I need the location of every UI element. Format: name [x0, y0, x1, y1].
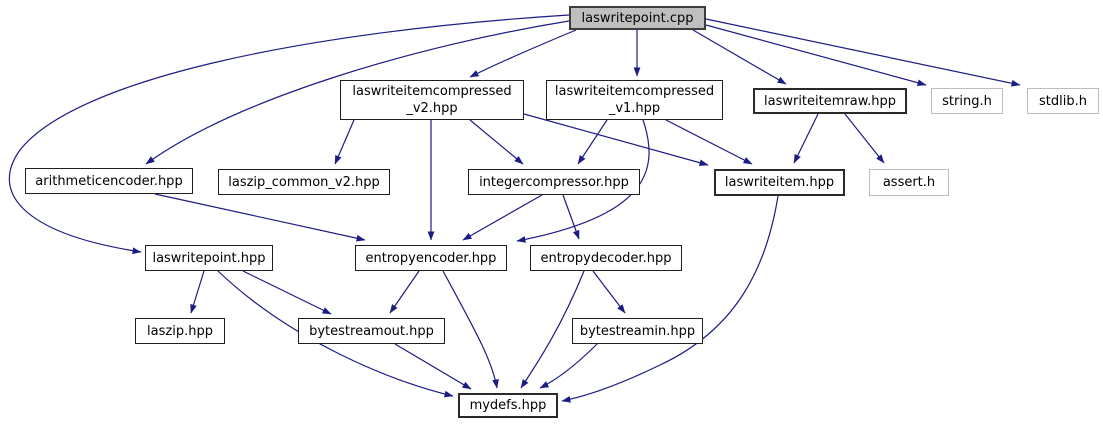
- node-label: laswritepoint.hpp: [152, 250, 266, 266]
- edge-cpp-to-string: [705, 24, 927, 87]
- edge-cpp-to-stdlib: [705, 18, 1021, 87]
- node-label-line2: _v1.hpp: [608, 101, 661, 116]
- edge-cpp-to-lwp-hpp: [8, 14, 570, 255]
- edge-v2-to-laszip-common: [334, 119, 355, 165]
- node-laswritepoint-cpp: laswritepoint.cpp: [569, 6, 706, 30]
- node-laswritepoint-hpp[interactable]: laswritepoint.hpp: [145, 245, 273, 271]
- node-string-h: string.h: [931, 88, 1003, 114]
- node-laswriteitemraw-hpp[interactable]: laswriteitemraw.hpp: [753, 88, 907, 114]
- edge-lwi-to-mydefs: [561, 195, 779, 403]
- node-bytestreamout-hpp[interactable]: bytestreamout.hpp: [298, 318, 445, 344]
- edge-integer-to-enc: [462, 194, 543, 241]
- node-integercompressor-hpp[interactable]: integercompressor.hpp: [468, 169, 640, 195]
- node-label: stdlib.h: [1039, 93, 1087, 109]
- node-stdlib-h: stdlib.h: [1027, 88, 1099, 114]
- node-label: entropydecoder.hpp: [540, 250, 672, 266]
- node-label: laswriteitem.hpp: [724, 175, 835, 190]
- edge-v2-to-integer: [469, 119, 524, 165]
- node-assert-h: assert.h: [869, 169, 949, 196]
- node-laswriteitemcompressed-v2-hpp[interactable]: laswriteitemcompressed _v2.hpp: [340, 80, 524, 120]
- node-label: laswriteitemraw.hpp: [763, 93, 897, 109]
- node-label: laswriteitemcompressed: [352, 84, 512, 99]
- edge-arith-to-enc: [154, 193, 366, 242]
- node-laswriteitemcompressed-v1-hpp[interactable]: laswriteitemcompressed _v1.hpp: [546, 80, 723, 120]
- node-label: mydefs.hpp: [469, 398, 547, 413]
- node-label: laszip.hpp: [147, 323, 213, 339]
- node-label: string.h: [942, 93, 992, 109]
- edge-dec-to-bsi: [592, 270, 626, 314]
- node-entropyencoder-hpp[interactable]: entropyencoder.hpp: [355, 245, 507, 271]
- node-arithmeticencoder-hpp[interactable]: arithmeticencoder.hpp: [25, 168, 193, 194]
- edge-raw-to-lwi: [793, 113, 819, 164]
- node-label-line2: _v2.hpp: [406, 101, 458, 116]
- node-label: arithmeticencoder.hpp: [35, 173, 183, 189]
- edge-integer-to-dec: [562, 194, 580, 240]
- node-label: entropyencoder.hpp: [365, 250, 497, 266]
- node-label: bytestreamin.hpp: [579, 323, 696, 339]
- edge-raw-to-assert: [844, 113, 885, 164]
- edge-cpp-to-arith: [145, 20, 570, 165]
- node-entropydecoder-hpp[interactable]: entropydecoder.hpp: [530, 245, 682, 271]
- node-label: assert.h: [882, 175, 936, 190]
- node-laswriteitem-hpp[interactable]: laswriteitem.hpp: [714, 169, 845, 196]
- node-label: bytestreamout.hpp: [309, 323, 434, 339]
- edge-lwp-hpp-to-laszip: [190, 270, 205, 314]
- edge-enc-to-bso: [389, 270, 420, 314]
- edge-lwp-hpp-to-mydefs: [217, 270, 454, 398]
- node-mydefs-hpp[interactable]: mydefs.hpp: [458, 393, 558, 418]
- edge-enc-to-mydefs: [442, 270, 499, 389]
- edge-cpp-to-v2: [469, 29, 577, 78]
- edge-bsi-to-mydefs: [539, 343, 598, 389]
- edge-lwp-hpp-to-bso: [242, 270, 332, 315]
- edge-v2-to-lwi: [523, 113, 709, 167]
- node-label: laswriteitemcompressed: [554, 84, 715, 99]
- node-laszip-common-v2-hpp[interactable]: laszip_common_v2.hpp: [218, 169, 390, 195]
- edge-cpp-to-raw: [692, 29, 787, 85]
- node-bytestreamin-hpp[interactable]: bytestreamin.hpp: [572, 318, 703, 344]
- edge-dec-to-mydefs: [520, 270, 585, 389]
- node-laszip-hpp[interactable]: laszip.hpp: [135, 318, 225, 344]
- node-label: integercompressor.hpp: [479, 174, 629, 190]
- edge-v1-to-lwi: [665, 119, 753, 165]
- node-label: laswritepoint.cpp: [581, 10, 694, 26]
- edge-v1-to-integer: [577, 119, 608, 165]
- edge-bso-to-mydefs: [394, 343, 472, 390]
- node-label: laszip_common_v2.hpp: [228, 174, 380, 190]
